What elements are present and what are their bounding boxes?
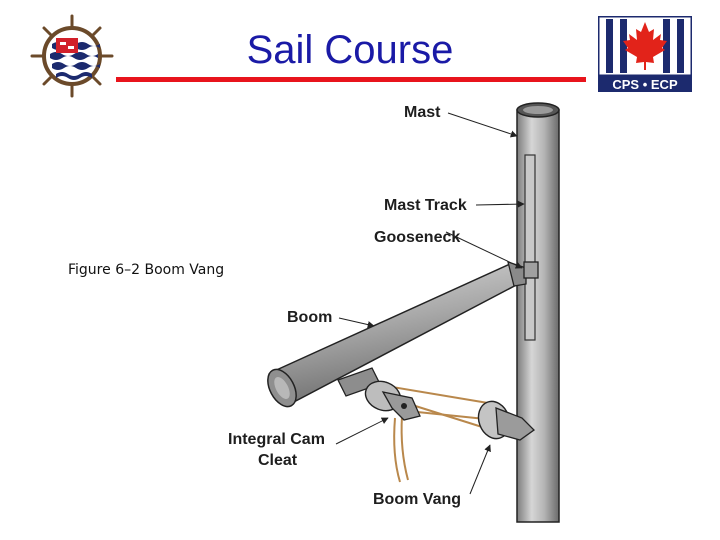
- boom: [267, 263, 524, 408]
- maple-leaf-crest-icon: CPS • ECP: [596, 14, 694, 97]
- label-boom: Boom: [287, 309, 332, 326]
- leader-boom-vang: [469, 444, 491, 495]
- leader-gooseneck: [445, 231, 523, 269]
- ships-wheel-flag-icon: [30, 14, 114, 103]
- leader-cam-cleat: [335, 417, 389, 445]
- leader-mast: [447, 112, 518, 138]
- label-gooseneck: Gooseneck: [374, 229, 460, 246]
- mast-track: [524, 154, 536, 341]
- cam-cleat-block: [364, 380, 421, 421]
- page-title: Sail Course: [246, 28, 454, 72]
- figure-caption: Figure 6–2 Boom Vang: [68, 262, 225, 278]
- label-boom-vang: Boom Vang: [373, 491, 461, 508]
- label-cam-cleat-1: Integral Cam: [228, 431, 325, 448]
- label-mast-track: Mast Track: [384, 197, 467, 214]
- title-underline: [116, 77, 586, 82]
- lower-vang-block: [477, 400, 536, 441]
- label-mast: Mast: [404, 104, 441, 121]
- leader-boom: [338, 317, 375, 329]
- label-cam-cleat-2: Cleat: [258, 452, 298, 469]
- mast: [516, 102, 560, 523]
- leader-mast-track: [475, 200, 525, 208]
- logo-text: CPS • ECP: [612, 77, 678, 92]
